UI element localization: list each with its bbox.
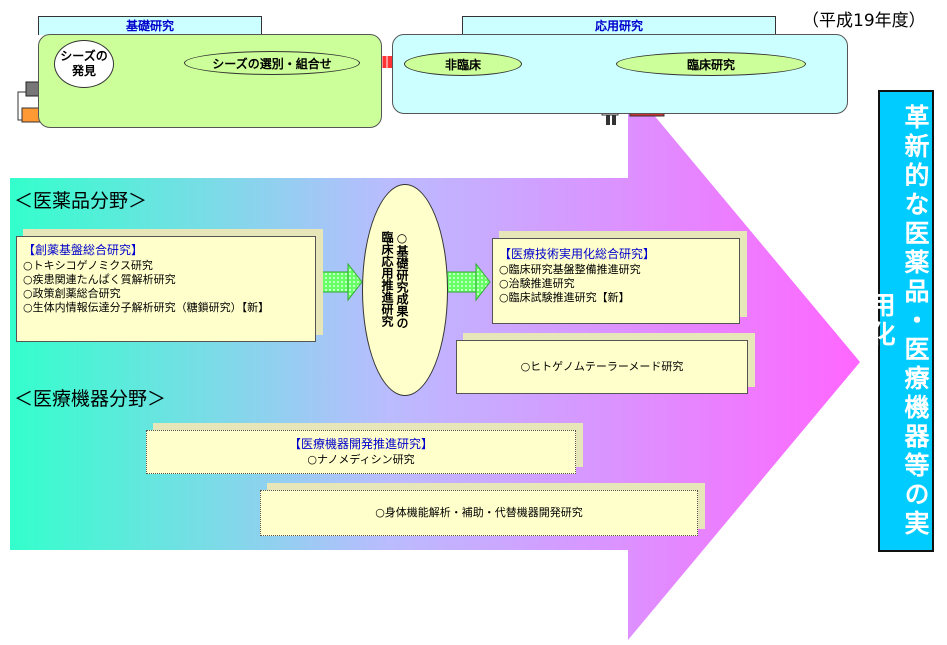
drug-to-oval-arrow <box>317 262 363 302</box>
device-field-title: ＜医療機器分野＞ <box>14 388 167 410</box>
clinical-research-label: 臨床研究 <box>686 57 735 72</box>
list-item: ○臨床試験推進研究【新】 <box>499 291 630 304</box>
list-item: ○トキシコゲノミクス研究 <box>23 259 153 272</box>
non-clinical-ellipse: 非臨床 <box>404 52 522 76</box>
genome-tailormade-label: ○ヒトゲノムテーラーメード研究 <box>520 360 684 373</box>
oval-line-1: ○基礎研究成果の <box>395 231 409 329</box>
list-item: ○疾患関連たんぱく質解析研究 <box>23 273 176 286</box>
fiscal-year-label: （平成19年度） <box>802 11 926 31</box>
genome-tailormade-box: ○ヒトゲノムテーラーメード研究 <box>456 340 748 394</box>
list-item: ○政策創薬総合研究 <box>23 287 121 300</box>
applied-research-header: 応用研究 <box>462 16 776 35</box>
device-promotion-box: 【医療機器開発推進研究】 ○ナノメディシン研究 <box>146 430 576 474</box>
body-function-device-label: ○身体機能解析・補助・代替機器開発研究 <box>375 506 583 519</box>
medtech-practical-title: 【医療技術実用化総合研究】 <box>499 247 656 261</box>
list-item: ○臨床研究基盤整備推進研究 <box>499 263 641 276</box>
clinical-research-ellipse: 臨床研究 <box>616 52 806 76</box>
non-clinical-label: 非臨床 <box>444 57 481 72</box>
medtech-practical-box: 【医療技術実用化総合研究】 ○臨床研究基盤整備推進研究 ○治験推進研究 ○臨床試… <box>492 238 740 324</box>
oval-to-medtech-arrow <box>445 262 491 302</box>
list-item: ○治験推進研究 <box>499 277 575 290</box>
oval-text: ○基礎研究成果の 臨床応用推進研究 <box>379 231 409 381</box>
device-promotion-title: 【医療機器開発推進研究】 <box>288 437 433 451</box>
seeds-discovery-label: シーズの発見 <box>60 49 108 78</box>
list-item: ○生体内情報伝達分子解析研究（糖鎖研究）【新】 <box>23 301 270 314</box>
innovative-practical-use-banner: 革新的な医薬品・医療機器等の実用化 <box>867 90 934 552</box>
seeds-discovery-ellipse: シーズの発見 <box>54 40 114 88</box>
drug-discovery-box: 【創薬基盤総合研究】 ○トキシコゲノミクス研究 ○疾患関連たんぱく質解析研究 ○… <box>16 236 316 342</box>
basic-research-header: 基礎研究 <box>38 16 262 35</box>
body-function-device-box: ○身体機能解析・補助・代替機器開発研究 <box>260 490 698 536</box>
drug-discovery-title: 【創薬基盤総合研究】 <box>23 243 144 257</box>
seeds-selection-ellipse: シーズの選別・組合せ <box>184 51 360 75</box>
oval-line-2: 臨床応用推進研究 <box>380 231 394 327</box>
pharma-field-title: ＜医薬品分野＞ <box>14 190 148 212</box>
seeds-selection-label: シーズの選別・組合せ <box>212 56 332 71</box>
clinical-application-oval: ○基礎研究成果の 臨床応用推進研究 <box>362 184 448 396</box>
list-item: ○ナノメディシン研究 <box>307 453 415 466</box>
